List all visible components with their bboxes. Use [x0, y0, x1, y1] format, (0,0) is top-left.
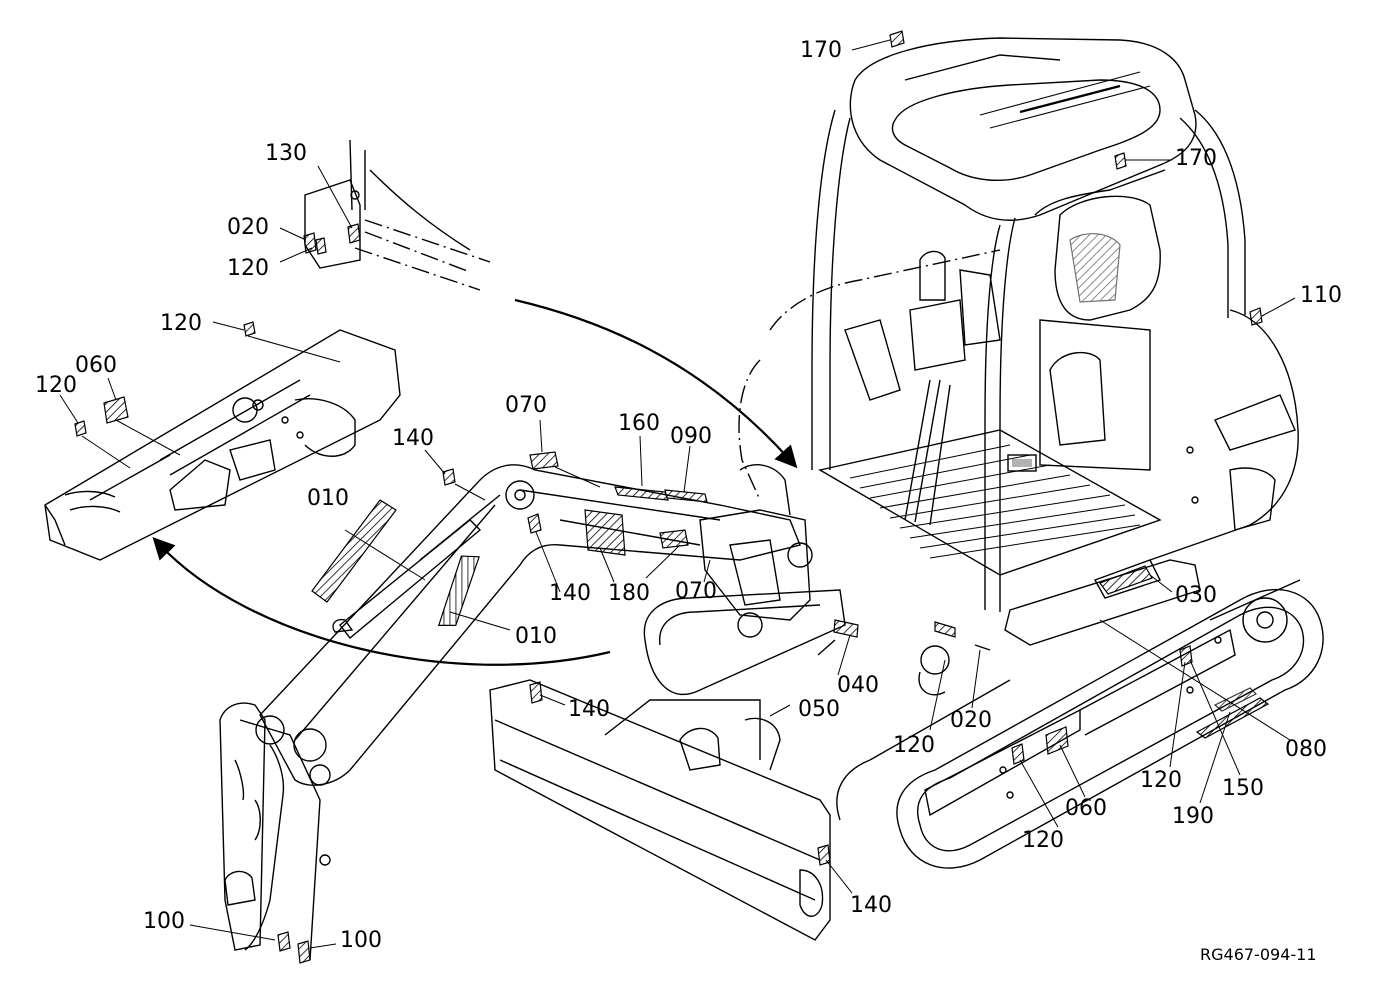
decal-170-right [1114, 152, 1127, 170]
dozer-blade [489, 679, 831, 941]
callout-050: 050 [798, 697, 840, 722]
callout-110: 110 [1300, 283, 1342, 308]
callout-120-f: 120 [1022, 828, 1064, 853]
callout-120-c: 120 [35, 373, 77, 398]
callout-010-a: 010 [307, 486, 349, 511]
callout-040: 040 [837, 673, 879, 698]
canopy [738, 37, 1299, 646]
callout-070-top: 070 [505, 393, 547, 418]
decal-140-small [442, 468, 456, 486]
track-undercarriage [643, 579, 1324, 869]
callout-120-a: 120 [227, 256, 269, 281]
callout-020-left: 020 [227, 215, 269, 240]
transfer-arrows [152, 298, 798, 666]
callout-060-right: 060 [1065, 796, 1107, 821]
callout-020-right: 020 [950, 708, 992, 733]
callout-170-right: 170 [1175, 146, 1217, 171]
callout-140-d: 140 [850, 893, 892, 918]
front-decals [817, 619, 991, 696]
callout-120-b: 120 [160, 311, 202, 336]
decal-010-large [311, 499, 397, 603]
callout-150: 150 [1222, 776, 1264, 801]
callout-030: 030 [1175, 583, 1217, 608]
callout-130: 130 [265, 141, 307, 166]
detail-frame-bracket [303, 139, 491, 291]
decal-170-top [889, 30, 905, 48]
callout-070-mid: 070 [675, 579, 717, 604]
callout-080: 080 [1285, 737, 1327, 762]
callout-090: 090 [670, 424, 712, 449]
callout-190: 190 [1172, 804, 1214, 829]
callout-140-a: 140 [392, 426, 434, 451]
callout-140-b: 140 [549, 581, 591, 606]
callout-010-b: 010 [515, 624, 557, 649]
callout-120-e: 120 [1140, 768, 1182, 793]
callout-160: 160 [618, 411, 660, 436]
callout-100-a: 100 [143, 909, 185, 934]
callout-060-left: 060 [75, 353, 117, 378]
callout-120-d: 120 [893, 733, 935, 758]
decal-100-b [297, 940, 311, 964]
callout-labels: 170 170 130 020 120 110 120 060 120 070 … [35, 38, 1342, 953]
reference-code: RG467-094-11 [1200, 945, 1317, 964]
detail-boom-body [44, 321, 401, 561]
leader-lines [59, 39, 1296, 949]
callout-100-b: 100 [340, 928, 382, 953]
decal-100-a [277, 931, 291, 952]
callout-180: 180 [608, 581, 650, 606]
boom-arm [219, 451, 813, 961]
callout-170-top: 170 [800, 38, 842, 63]
callout-140-c: 140 [568, 697, 610, 722]
decal-110 [1249, 307, 1263, 326]
